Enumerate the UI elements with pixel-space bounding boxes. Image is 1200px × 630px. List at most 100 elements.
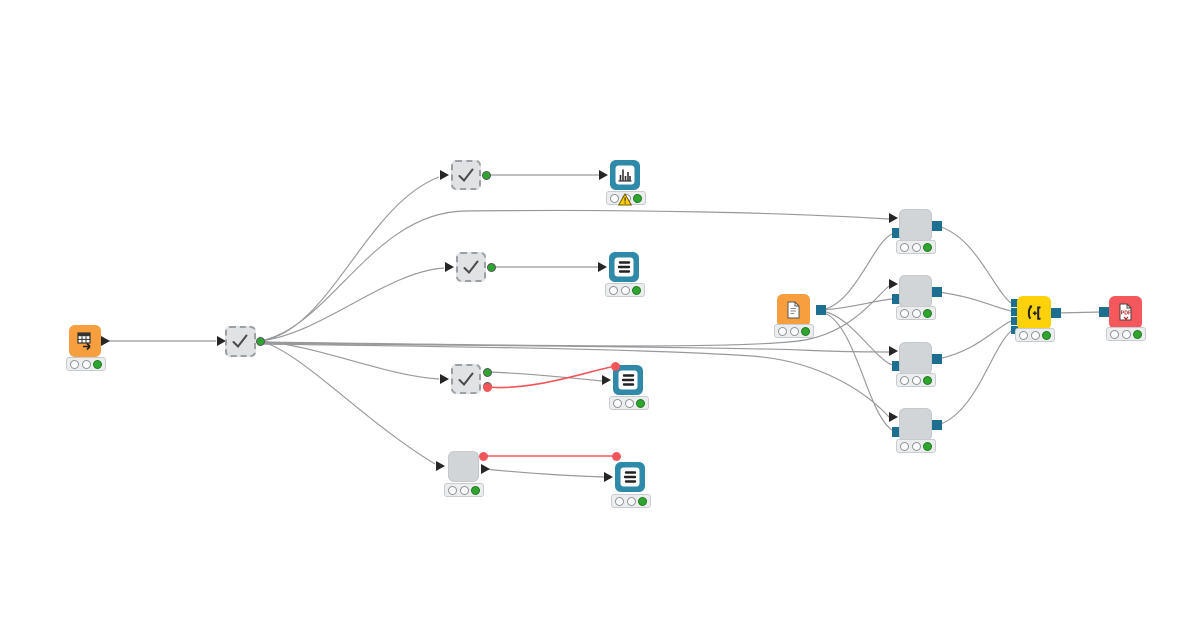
node-concatenate-report[interactable] xyxy=(1017,296,1051,330)
gray-node-d-in-port-1[interactable] xyxy=(888,412,898,422)
check-metanode-main-out-port[interactable] xyxy=(255,336,265,346)
concatenate-report-out-port[interactable] xyxy=(1051,308,1061,318)
empty-gray-node-in-port[interactable] xyxy=(435,461,445,471)
status-light-off xyxy=(911,375,921,385)
gray-node-d-status-lights xyxy=(896,439,936,453)
concatenate-report-in-port-3[interactable] xyxy=(1011,317,1019,325)
table-view-2-status-lights xyxy=(609,396,649,410)
check-metanode-main-in-port[interactable] xyxy=(216,336,226,346)
table-view-2-in-port[interactable] xyxy=(601,375,611,385)
table-creator-out-port[interactable] xyxy=(100,336,110,346)
check-metanode-1-in-port[interactable] xyxy=(439,170,449,180)
gray-node-c-status-lights xyxy=(896,373,936,387)
edge-concat-to-pdf[interactable] xyxy=(1056,311,1102,314)
status-light-off xyxy=(911,441,921,451)
gray-node-d-out-port[interactable] xyxy=(932,420,942,430)
table-view-3-in-port[interactable] xyxy=(603,472,613,482)
gray-node-b-in-port-2[interactable] xyxy=(892,294,902,304)
check-metanode-1-out-port[interactable] xyxy=(481,170,491,180)
status-light-off xyxy=(615,496,624,506)
status-light-off xyxy=(620,285,630,295)
status-light-off xyxy=(1110,329,1119,339)
edge-main-to-empty[interactable] xyxy=(259,340,436,465)
concatenate-report-status-lights xyxy=(1015,328,1055,342)
node-gray-node-d[interactable] xyxy=(898,407,932,441)
bar-chart-view-in-port[interactable] xyxy=(598,170,608,180)
edge-main-to-check2[interactable] xyxy=(259,267,445,342)
node-table-view-1[interactable] xyxy=(609,252,639,282)
check-metanode-2-out-port[interactable] xyxy=(486,262,496,272)
node-pdf-writer[interactable]: PDF xyxy=(1108,295,1142,329)
connection-endpoint-dot[interactable] xyxy=(611,451,621,461)
edge-main-to-gray-c[interactable] xyxy=(259,342,890,353)
node-gray-node-b[interactable] xyxy=(898,274,932,308)
check-metanode-2-in-port[interactable] xyxy=(444,262,454,272)
status-light-on xyxy=(471,485,480,495)
gray-node-a-in-port-2[interactable] xyxy=(892,228,902,238)
file-icon xyxy=(787,301,800,319)
node-bar-chart-view[interactable] xyxy=(610,160,640,190)
gray-node-b-out-port[interactable] xyxy=(932,287,942,297)
file-reader-out-port[interactable] xyxy=(816,305,826,315)
gray-node-a-in-port-1[interactable] xyxy=(888,213,898,223)
edge-main-to-gray-b[interactable] xyxy=(259,285,890,347)
edge-main-to-gray-d[interactable] xyxy=(259,343,890,418)
gray-node-c-in-port-1[interactable] xyxy=(888,346,898,356)
status-light-on xyxy=(633,193,642,203)
concatenate-report-in-port-1[interactable] xyxy=(1011,299,1019,307)
concatenate-report-in-port-2[interactable] xyxy=(1011,308,1019,316)
table-view-1-status-lights xyxy=(605,283,645,297)
edge-gray-b-to-concat[interactable] xyxy=(937,291,1012,312)
edge-file-to-gray-d[interactable] xyxy=(821,311,893,431)
node-gray-node-c[interactable] xyxy=(898,341,932,375)
connection-endpoint-dot[interactable] xyxy=(482,382,492,392)
gray-node-b-in-port-1[interactable] xyxy=(888,279,898,289)
edge-file-to-gray-a[interactable] xyxy=(821,233,893,311)
edge-file-to-gray-b[interactable] xyxy=(821,298,893,311)
edge-main-to-check1[interactable] xyxy=(259,176,440,342)
edge-gray-a-to-concat[interactable] xyxy=(937,225,1012,304)
gray-node-a-out-port[interactable] xyxy=(932,221,942,231)
edge-empty-to-table3[interactable] xyxy=(484,468,605,478)
empty-gray-node-out-port[interactable] xyxy=(480,464,490,474)
status-light-on xyxy=(1042,330,1051,340)
status-light-off xyxy=(911,242,921,252)
status-light-off xyxy=(900,441,909,451)
node-table-creator[interactable] xyxy=(69,325,101,357)
gray-node-c-in-port-2[interactable] xyxy=(892,361,902,371)
status-light-on xyxy=(636,398,645,408)
bar-chart-view-warning-icon: ! xyxy=(617,192,633,211)
svg-text:!: ! xyxy=(624,197,627,206)
edge-gray-d-to-concat[interactable] xyxy=(937,330,1012,426)
edge-file-to-gray-c[interactable] xyxy=(821,310,893,366)
status-light-off xyxy=(900,375,909,385)
node-check-metanode-3[interactable] xyxy=(451,364,481,394)
gray-node-c-out-port[interactable] xyxy=(932,354,942,364)
status-light-off xyxy=(610,193,619,203)
histogram-icon xyxy=(615,165,635,185)
table-view-3-status-lights xyxy=(611,494,651,508)
edge-check3-to-table2[interactable] xyxy=(486,371,603,382)
gray-node-d-in-port-2[interactable] xyxy=(892,427,902,437)
pdf-writer-in-port[interactable] xyxy=(1099,307,1109,317)
connection-endpoint-dot[interactable] xyxy=(478,451,488,461)
node-file-reader[interactable] xyxy=(776,293,810,327)
edge-check3-dangling[interactable] xyxy=(486,366,612,389)
edge-gray-c-to-concat[interactable] xyxy=(937,320,1012,360)
checkmark-icon xyxy=(458,372,474,387)
table-view-1-in-port[interactable] xyxy=(597,262,607,272)
concatenate-icon xyxy=(1027,305,1041,320)
node-gray-node-a[interactable] xyxy=(898,208,932,242)
node-check-metanode-2[interactable] xyxy=(456,252,486,282)
status-light-on xyxy=(93,359,102,369)
edge-main-to-gray-a[interactable] xyxy=(259,209,890,342)
connection-endpoint-dot[interactable] xyxy=(610,361,620,371)
node-check-metanode-1[interactable] xyxy=(451,160,481,190)
check-metanode-3-out-port-1[interactable] xyxy=(482,367,492,377)
node-check-metanode-main[interactable] xyxy=(224,325,256,357)
node-empty-gray-node[interactable] xyxy=(447,450,479,482)
check-metanode-3-in-port[interactable] xyxy=(439,374,449,384)
status-light-off xyxy=(900,308,909,318)
node-table-view-3[interactable] xyxy=(615,462,645,492)
